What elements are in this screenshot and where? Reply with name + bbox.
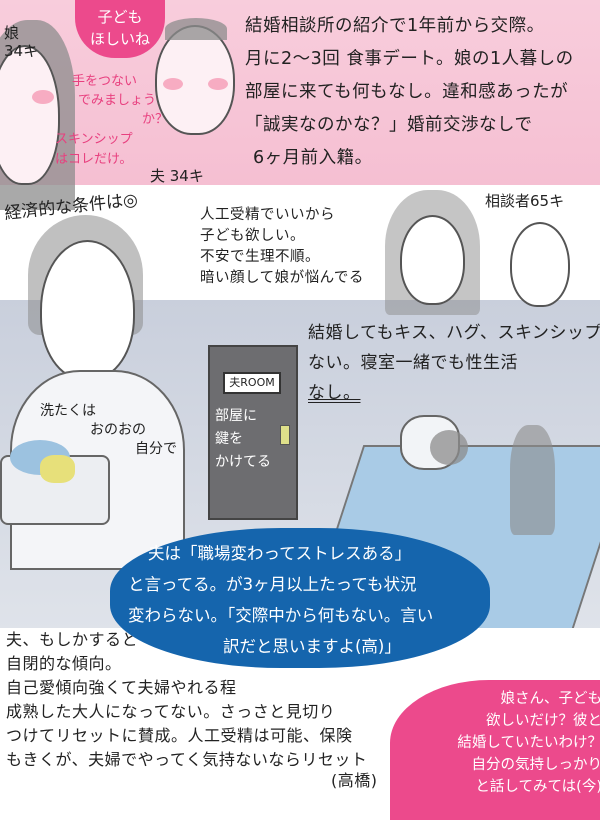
handhold-line: でみましょう [78, 93, 157, 108]
skinship-line: はコレだけ。 [55, 152, 133, 167]
daughter-face [0, 45, 60, 185]
daughter-label-line: 34キ [4, 42, 39, 60]
imai-line: 娘さん、子ども [500, 691, 600, 707]
advice-line: 夫、もしかすると [6, 630, 139, 649]
door-text-line: かけてる [215, 454, 271, 470]
door-sign: 夫ROOM [223, 372, 281, 394]
husband-face-large [40, 240, 135, 380]
door-text: 部屋に 鍵を かけてる [215, 405, 279, 474]
no-intimacy-line: 結婚してもキス、ハグ、スキンシップ [308, 323, 600, 343]
panel1-narration: 結婚相談所の紹介で1年前から交際。 月に2〜3回 食事デート。娘の1人暮しの 部… [245, 10, 574, 175]
no-intimacy-line: なし。 [308, 383, 361, 403]
blue-bubble-line: と言ってる。が3ヶ月以上たっても状況 [128, 575, 417, 594]
door-text-line: 鍵を [215, 431, 243, 447]
daughter-label-line: 娘 [4, 24, 20, 42]
narration-line: 結婚相談所の紹介で1年前から交際。 [245, 16, 545, 36]
blue-bubble-line: 変わらない。「交際中から何もない。言い [128, 606, 434, 625]
imai-advice-bubble: 娘さん、子ども 欲しいだけ？彼と 結婚していたいわけ？ 自分の気持しっかり と話… [390, 680, 600, 820]
worry-line: 不安で生理不順。 [200, 249, 320, 265]
pink-speech-bubble: 子ども ほしいね [75, 0, 165, 58]
blue-speech-bubble: 夫は「職場変わってストレスある」 と言ってる。が3ヶ月以上たっても状況 変わらな… [110, 528, 490, 668]
consultant-face [510, 222, 570, 307]
bubble-line: ほしいね [89, 30, 150, 48]
blue-bubble-line: 訳だと思いますよ(高)」 [223, 637, 401, 656]
handhold-line: か？ [142, 112, 169, 127]
advice-signature: (高橋) [331, 771, 378, 790]
imai-line: 結婚していたいわけ？ [457, 735, 600, 751]
imai-line: 自分の気持しっかり [471, 757, 600, 773]
worry-line: 子ども欲しい。 [200, 228, 305, 244]
laundry-line: おのおの [90, 422, 146, 438]
sleeping-husband-head [430, 430, 468, 465]
worry-text: 人工受精でいいから 子ども欲しい。 不安で生理不順。 暗い顔して娘が悩んでる [200, 205, 364, 289]
advice-line: もきくが、夫婦でやってく気持ないならリセット [6, 750, 368, 769]
husband-label: 夫 34キ [150, 167, 204, 185]
daughter-sitting [510, 425, 555, 535]
narration-line: 月に2〜3回 食事デート。娘の1人暮しの [245, 49, 574, 69]
advice-line: つけてリセットに賛成。人工受精は可能、保険 [6, 726, 353, 745]
worry-line: 暗い顔して娘が悩んでる [200, 270, 364, 286]
handhold-text: 手をつない でみましょう か？ [72, 72, 168, 129]
advice-line: 自己愛傾向強くて夫婦やれる程 [6, 678, 237, 697]
daughter-blush [32, 90, 54, 104]
blue-bubble-line: 夫は「職場変わってストレスある」 [148, 544, 412, 563]
narration-line: 「誠実なのかな？」婚前交渉なしで [245, 115, 533, 135]
no-intimacy-line: ない。寝室一緒でも性生活 [308, 353, 518, 373]
consultant-label: 相談者65キ [485, 192, 565, 210]
daughter-face-worried [400, 215, 465, 305]
husband-blush [208, 78, 228, 90]
laundry-text: 洗たくは おのおの 自分で [40, 402, 177, 459]
handhold-line: 手をつない [72, 74, 138, 89]
husband-hair [165, 18, 227, 40]
daughter-label: 娘 34キ [4, 24, 38, 60]
worry-line: 人工受精でいいから [200, 207, 335, 223]
narration-line: 6ヶ月前入籍。 [253, 148, 373, 168]
bubble-line: 子ども [97, 8, 143, 26]
advice-line: 自閉的な傾向。 [6, 654, 122, 673]
door-lock-icon [280, 425, 290, 445]
advice-line: 成熟した大人になってない。さっさと見切り [6, 702, 336, 721]
door-text-line: 部屋に [215, 408, 257, 424]
takahashi-advice: 夫、もしかすると 自閉的な傾向。 自己愛傾向強くて夫婦やれる程 成熟した大人にな… [6, 628, 378, 790]
skinship-text: スキンシップ はコレだけ。 [55, 130, 133, 170]
laundry-clothes-yellow [40, 455, 75, 483]
skinship-line: スキンシップ [55, 132, 133, 147]
imai-line: と話してみては(今) [475, 779, 600, 795]
imai-line: 欲しいだけ？彼と [486, 713, 600, 729]
no-intimacy-text: 結婚してもキス、ハグ、スキンシップ ない。寝室一緒でも性生活 なし。 [308, 318, 600, 408]
laundry-line: 自分で [135, 441, 177, 457]
narration-line: 部屋に来ても何もなし。違和感あったが [245, 82, 569, 102]
laundry-line: 洗たくは [40, 403, 96, 419]
husband-blush [163, 78, 183, 90]
